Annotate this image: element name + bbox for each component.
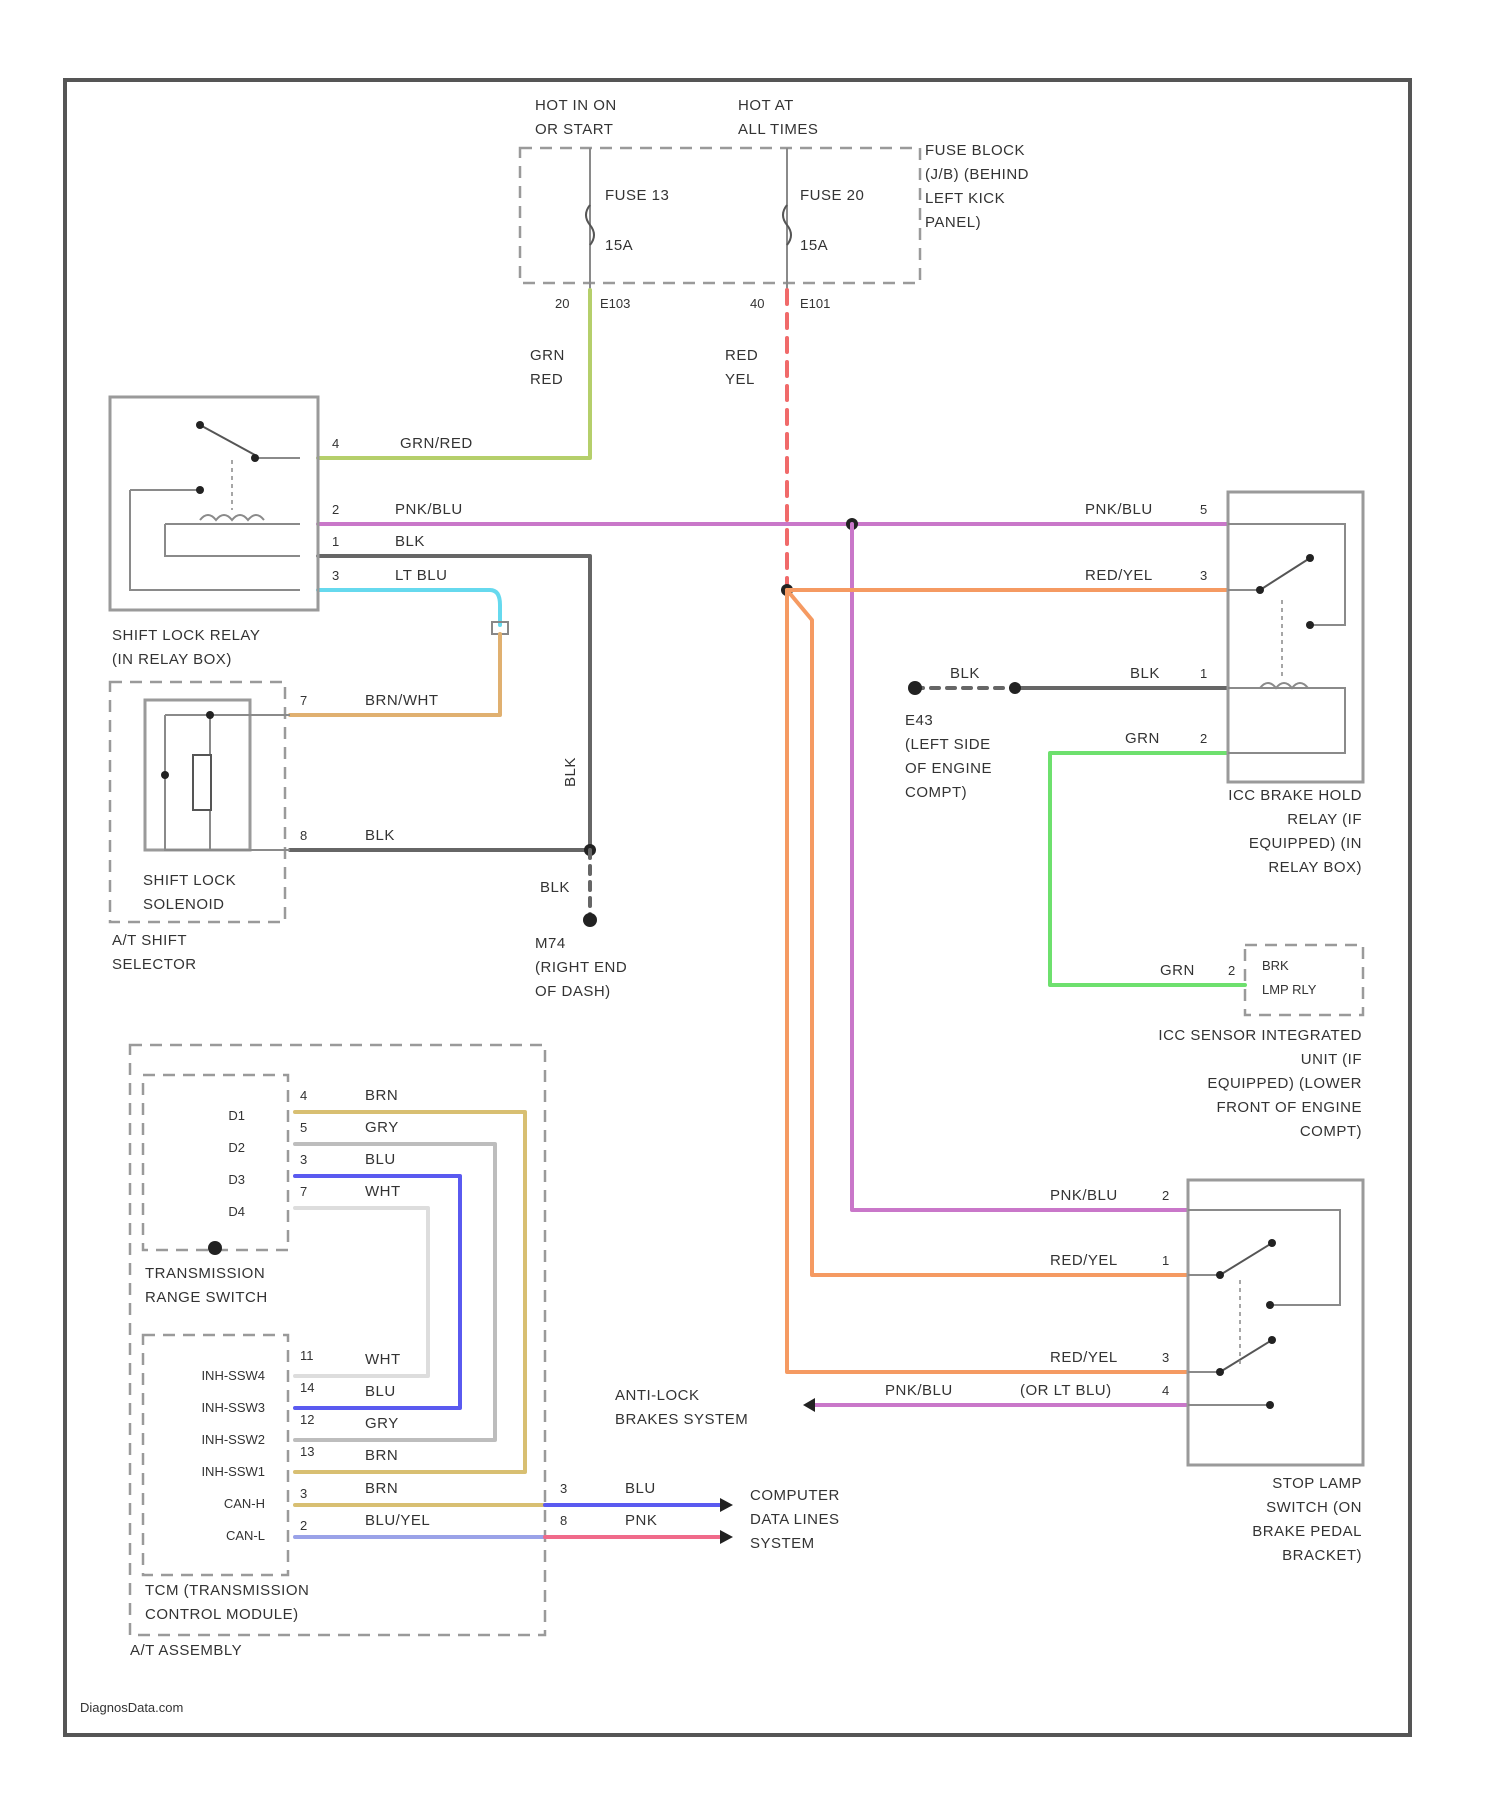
- wire-brn-label-3: BRN: [365, 1480, 398, 1497]
- relay-pin-4: 4: [332, 436, 339, 451]
- wire-wht-label-2: WHT: [365, 1351, 401, 1368]
- wire-blk-label-2: BLK: [365, 827, 395, 844]
- tcm-pin-12: 12: [300, 1412, 314, 1427]
- wire-pnk-blu-label-2: PNK/BLU: [1085, 501, 1153, 518]
- wire-blu-label-2: BLU: [365, 1383, 396, 1400]
- wire-pnk-blu-label-1: PNK/BLU: [395, 501, 463, 518]
- at-assembly-label: A/T ASSEMBLY: [130, 1642, 242, 1659]
- tcm-term-ssw2: INH-SSW2: [201, 1432, 265, 1447]
- wire-blk-label-1: BLK: [395, 533, 425, 550]
- icc-sensor-pin: 2: [1228, 963, 1235, 978]
- trs-term-d4: D4: [228, 1204, 245, 1219]
- wire-grn-label-1: GRN: [1125, 730, 1160, 747]
- conn-e103-pin: 20: [555, 296, 569, 311]
- fuse-13-rating: 15A: [605, 237, 633, 254]
- tcm-pin-14: 14: [300, 1380, 314, 1395]
- icc-pin-1: 1: [1200, 666, 1207, 681]
- trs-pin-3: 3: [300, 1152, 307, 1167]
- solenoid-pin-7: 7: [300, 693, 307, 708]
- icc-pin-3: 3: [1200, 568, 1207, 583]
- tcm-term-ssw4: INH-SSW4: [201, 1368, 265, 1383]
- wire-blk-label-vert: BLK: [562, 757, 579, 787]
- trs-term-d2: D2: [228, 1140, 245, 1155]
- wire-red-yel-label-2: RED/YEL: [1050, 1252, 1118, 1269]
- tcm-pin-13: 13: [300, 1444, 314, 1459]
- trs-pin-5: 5: [300, 1120, 307, 1135]
- tcm-pin-11: 11: [300, 1348, 314, 1363]
- stop-pin-2: 2: [1162, 1188, 1169, 1203]
- at-out-pin-3: 3: [560, 1481, 567, 1496]
- fuse-20-name: FUSE 20: [800, 187, 864, 204]
- icc-pin-5: 5: [1200, 502, 1207, 517]
- stop-pin-3: 3: [1162, 1350, 1169, 1365]
- diagram-frame: [65, 80, 1410, 1735]
- tcm-term-ssw3: INH-SSW3: [201, 1400, 265, 1415]
- trs-term-d3: D3: [228, 1172, 245, 1187]
- wire-brn-label-2: BRN: [365, 1447, 398, 1464]
- wire-gry-label-2: GRY: [365, 1415, 399, 1432]
- wire-wht-label-1: WHT: [365, 1183, 401, 1200]
- conn-e103-name: E103: [600, 296, 630, 311]
- wire-gry-label-1: GRY: [365, 1119, 399, 1136]
- wire-pnk-label: PNK: [625, 1512, 657, 1529]
- trs-ground-icon: [208, 1241, 222, 1255]
- tcm-pin-2: 2: [300, 1518, 307, 1533]
- solenoid-pin-8: 8: [300, 828, 307, 843]
- icc-pin-2: 2: [1200, 731, 1207, 746]
- wire-pnk-blu-label-3: PNK/BLU: [1050, 1187, 1118, 1204]
- wire-grn-red-label: GRN/RED: [400, 435, 473, 452]
- relay-pin-2: 2: [332, 502, 339, 517]
- tcm-term-canh: CAN-H: [224, 1496, 265, 1511]
- tcm-pin-3: 3: [300, 1486, 307, 1501]
- wire-blk-label-3: BLK: [540, 879, 570, 896]
- wire-blk-label-4: BLK: [950, 665, 980, 682]
- fuse-20-rating: 15A: [800, 237, 828, 254]
- trs-pin-7: 7: [300, 1184, 307, 1199]
- relay-pin-1: 1: [332, 534, 339, 549]
- wire-red-yel-label-3: RED/YEL: [1050, 1349, 1118, 1366]
- fuse-13-name: FUSE 13: [605, 187, 669, 204]
- wire-blu-label-1: BLU: [365, 1151, 396, 1168]
- wire-red-yel-label-1: RED/YEL: [1085, 567, 1153, 584]
- wire-grn-label-2: GRN: [1160, 962, 1195, 979]
- wire-or-lt-blu-label: (OR LT BLU): [1020, 1382, 1112, 1399]
- tcm-term-canl: CAN-L: [226, 1528, 265, 1543]
- stop-pin-4: 4: [1162, 1383, 1169, 1398]
- wire-pnk-blu-label-4: PNK/BLU: [885, 1382, 953, 1399]
- trs-pin-4: 4: [300, 1088, 307, 1103]
- tcm-term-ssw1: INH-SSW1: [201, 1464, 265, 1479]
- ground-m74-icon: [583, 913, 597, 927]
- conn-e101-name: E101: [800, 296, 830, 311]
- wire-lt-blu-label: LT BLU: [395, 567, 447, 584]
- trs-term-d1: D1: [228, 1108, 245, 1123]
- wire-blk-label-5: BLK: [1130, 665, 1160, 682]
- footer-watermark: DiagnosData.com: [80, 1700, 183, 1715]
- at-out-pin-8: 8: [560, 1513, 567, 1528]
- wire-blu-label-3: BLU: [625, 1480, 656, 1497]
- relay-pin-3: 3: [332, 568, 339, 583]
- splice-blk-e43: [1009, 682, 1021, 694]
- stop-pin-1: 1: [1162, 1253, 1169, 1268]
- wire-brn-label-1: BRN: [365, 1087, 398, 1104]
- wire-blu-yel-label: BLU/YEL: [365, 1512, 430, 1529]
- wire-brn-wht-label: BRN/WHT: [365, 692, 439, 709]
- ground-e43-icon: [908, 681, 922, 695]
- conn-e101-pin: 40: [750, 296, 764, 311]
